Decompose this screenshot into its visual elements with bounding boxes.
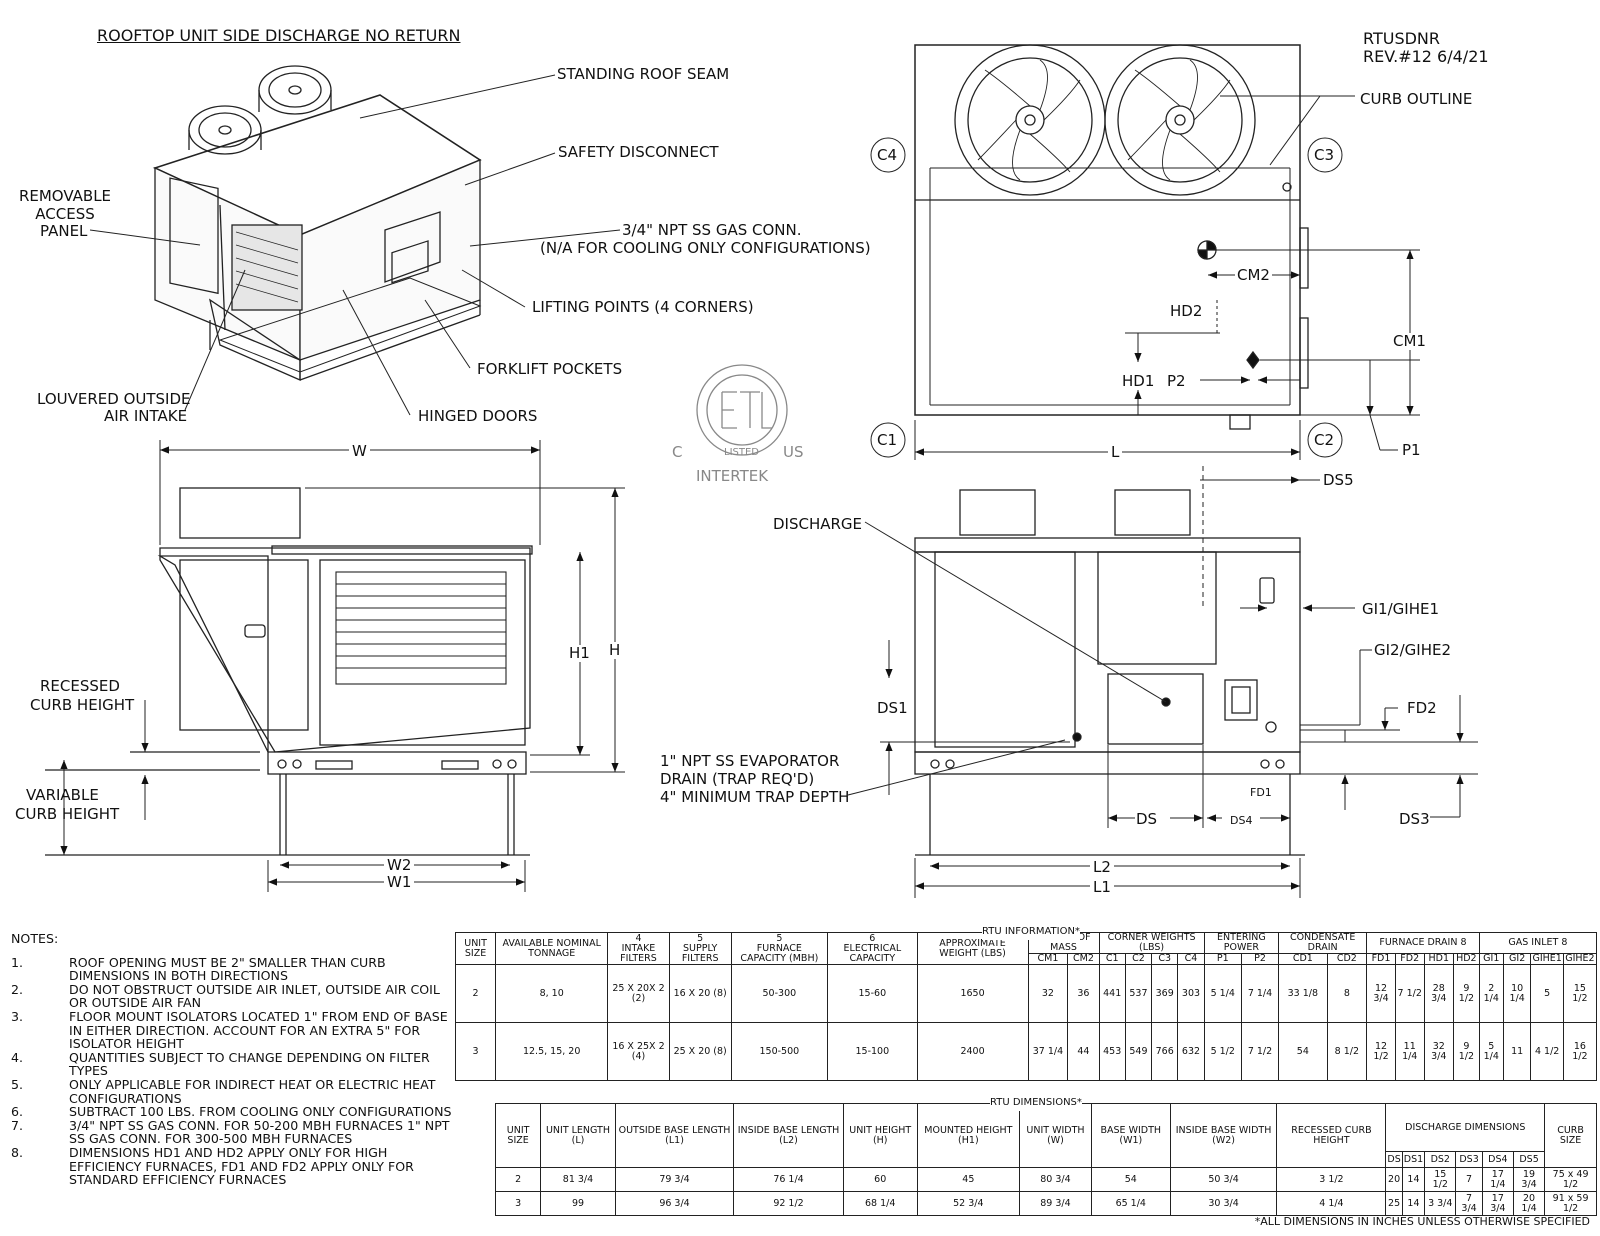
callout-louvered-intake-1: LOUVERED OUTSIDE <box>37 390 191 408</box>
isometric-unit-view <box>152 65 482 381</box>
dim-hd1: HD1 <box>1122 372 1155 390</box>
side-view-dimension-lines <box>847 466 1478 898</box>
dim-l: L <box>1108 444 1123 461</box>
etl-listed: LISTED <box>724 447 759 458</box>
dim-fd2: FD2 <box>1407 699 1437 717</box>
note-mark: 4 <box>635 932 642 944</box>
dim-ds4: DS4 <box>1230 814 1253 827</box>
notes-block: NOTES: 1.ROOF OPENING MUST BE 2" SMALLER… <box>11 932 461 1187</box>
note-item: 8.DIMENSIONS HD1 AND HD2 APPLY ONLY FOR … <box>11 1144 414 1188</box>
note-item: 5.ONLY APPLICABLE FOR INDIRECT HEAT OR E… <box>11 1076 436 1106</box>
callout-gas-conn: 3/4" NPT SS GAS CONN. <box>622 221 802 239</box>
etl-intertek: INTERTEK <box>696 467 769 485</box>
rtu-info-caption: RTU INFORMATION* <box>982 923 1080 940</box>
dim-ds3: DS3 <box>1399 810 1430 828</box>
dim-p2: P2 <box>1167 372 1186 390</box>
note-item: 1.ROOF OPENING MUST BE 2" SMALLER THAN C… <box>11 954 386 984</box>
callout-forklift-pockets: FORKLIFT POCKETS <box>477 360 623 378</box>
callout-louvered-intake-2: AIR INTAKE <box>104 407 188 425</box>
etl-c: C <box>672 443 683 461</box>
note-item: 7.3/4" NPT SS GAS CONN. FOR 50-200 MBH F… <box>11 1117 450 1147</box>
callout-safety-disconnect: SAFETY DISCONNECT <box>558 143 719 161</box>
top-plan-view <box>914 44 1309 430</box>
dim-l1: L1 <box>1090 879 1114 896</box>
note-mark: 5 <box>697 932 704 944</box>
dim-cm2: CM2 <box>1235 266 1272 284</box>
dim-w2: W2 <box>384 857 415 874</box>
doc-id: RTUSDNR <box>1363 29 1440 48</box>
dim-l2: L2 <box>1090 859 1114 876</box>
revision: REV.#12 6/4/21 <box>1363 47 1489 66</box>
note-mark: 6 <box>869 932 876 944</box>
corner-c2: C2 <box>1314 431 1335 449</box>
rtu-dims-caption: RTU DIMENSIONS* <box>990 1094 1082 1111</box>
note-mark: 8 <box>1460 937 1467 948</box>
dim-p1: P1 <box>1402 441 1421 459</box>
callout-evap-drain-1: 1" NPT SS EVAPORATOR <box>660 752 840 770</box>
callout-access-panel-2: ACCESS <box>35 205 95 223</box>
callout-hinged-doors: HINGED DOORS <box>418 407 538 425</box>
side-elevation-view <box>914 489 1305 856</box>
dim-ds5: DS5 <box>1323 471 1354 489</box>
corner-c4: C4 <box>877 146 898 164</box>
note-item: 2.DO NOT OBSTRUCT OUTSIDE AIR INLET, OUT… <box>11 981 440 1011</box>
front-elevation-view <box>45 487 533 856</box>
dim-fd1: FD1 <box>1250 786 1272 799</box>
callout-access-panel-1: REMOVABLE <box>18 187 112 205</box>
dim-ds1: DS1 <box>877 699 908 717</box>
dim-gi1: GI1/GIHE1 <box>1362 600 1439 618</box>
dim-w: W <box>349 443 370 460</box>
callout-evap-drain-2: DRAIN (TRAP REQ'D) <box>660 770 815 788</box>
label-variable-curb-1: VARIABLE <box>26 786 99 804</box>
notes-header: NOTES: <box>11 931 59 946</box>
dim-h: H <box>609 641 621 659</box>
footnote: *ALL DIMENSIONS IN INCHES UNLESS OTHERWI… <box>1254 1215 1590 1228</box>
corner-c1: C1 <box>877 431 898 449</box>
note-item: 4.QUANTITIES SUBJECT TO CHANGE DEPENDING… <box>11 1049 430 1079</box>
dim-ds: DS <box>1136 810 1158 828</box>
note-item: 3.FLOOR MOUNT ISOLATORS LOCATED 1" FROM … <box>11 1008 448 1052</box>
callout-lifting-points: LIFTING POINTS (4 CORNERS) <box>532 298 754 316</box>
etl-certification-mark <box>696 364 788 456</box>
dim-w1: W1 <box>384 874 415 891</box>
etl-us: US <box>783 443 804 461</box>
dim-gi2: GI2/GIHE2 <box>1374 641 1451 659</box>
dim-h1: H1 <box>569 644 590 662</box>
corner-c3: C3 <box>1314 146 1335 164</box>
note-mark: 8 <box>1561 937 1568 948</box>
note-item: 6.SUBTRACT 100 LBS. FROM COOLING ONLY CO… <box>11 1104 452 1120</box>
callout-access-panel-3: PANEL <box>40 222 88 240</box>
callout-gas-conn-note: (N/A FOR COOLING ONLY CONFIGURATIONS) <box>540 239 871 257</box>
callout-standing-roof-seam: STANDING ROOF SEAM <box>557 65 730 83</box>
label-variable-curb-2: CURB HEIGHT <box>15 805 120 823</box>
callout-leaders <box>89 74 621 416</box>
top-view-dimension-lines <box>870 95 1420 460</box>
drawing-title: ROOFTOP UNIT SIDE DISCHARGE NO RETURN <box>97 26 461 45</box>
dim-hd2: HD2 <box>1170 302 1203 320</box>
callout-curb-outline: CURB OUTLINE <box>1360 90 1473 108</box>
callout-discharge: DISCHARGE <box>773 515 863 533</box>
label-recessed-curb-1: RECESSED <box>40 677 120 695</box>
callout-evap-drain-3: 4" MINIMUM TRAP DEPTH <box>660 788 850 806</box>
dim-cm1: CM1 <box>1393 332 1426 350</box>
label-recessed-curb-2: CURB HEIGHT <box>30 696 135 714</box>
note-mark: 5 <box>776 932 783 944</box>
